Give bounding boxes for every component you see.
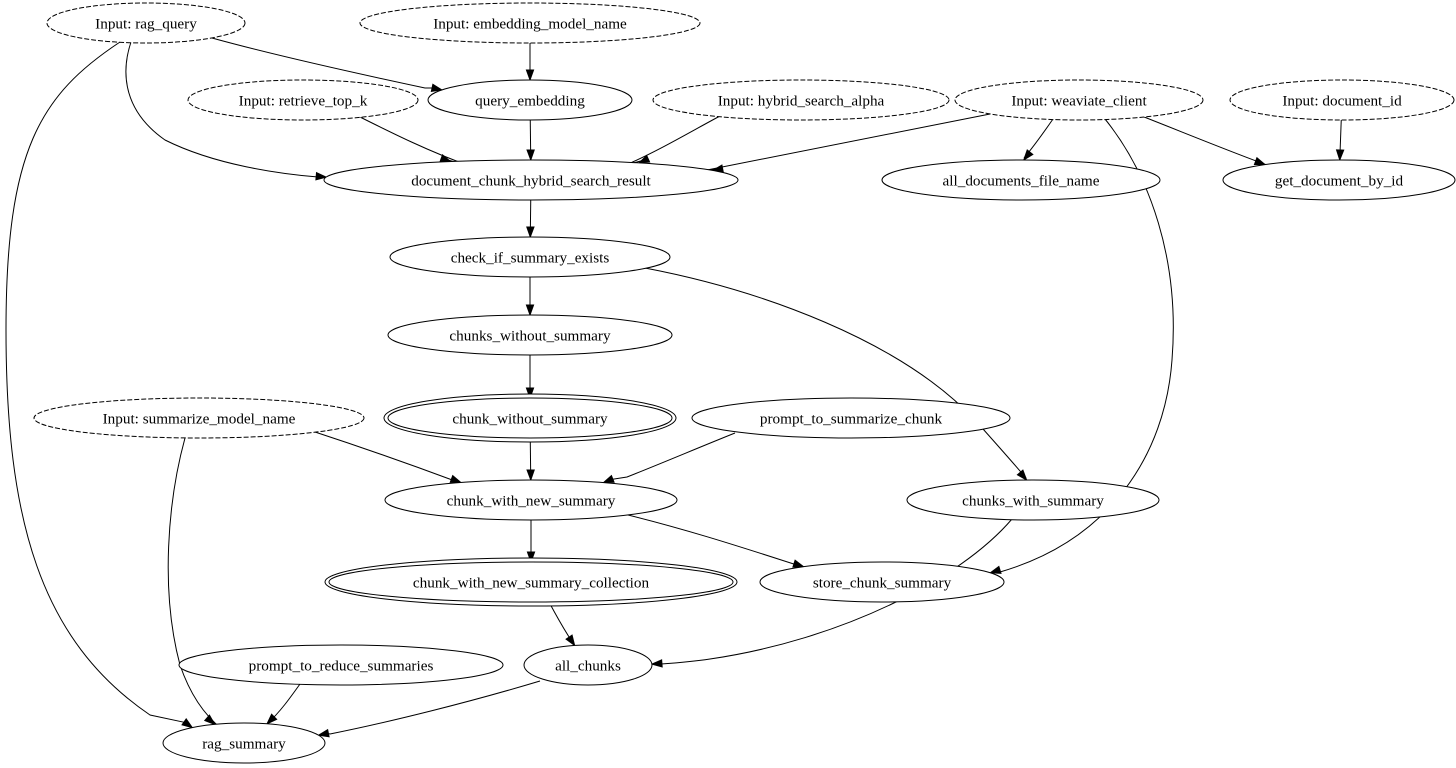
graph-node-chunk_without_summary[interactable]: chunk_without_summary [383, 393, 677, 443]
node-label: Input: summarize_model_name [103, 411, 296, 428]
graph-node-document_chunk_hybrid_search_result[interactable]: document_chunk_hybrid_search_result [323, 159, 739, 201]
graph-edge [1335, 119, 1345, 162]
graph-node-store_chunk_summary[interactable]: store_chunk_summary [759, 561, 1005, 603]
node-label: Input: rag_query [95, 16, 197, 33]
graph-node-all_chunks[interactable]: all_chunks [523, 644, 653, 686]
graph-node-get_document_by_id[interactable]: get_document_by_id [1222, 159, 1456, 201]
graph-edge [317, 680, 541, 738]
graph-node-input_retrieve_top_k[interactable]: Input: retrieve_top_k [187, 79, 419, 121]
node-outline [954, 79, 1204, 121]
graph-edge [1022, 118, 1054, 162]
node-outline [881, 159, 1161, 201]
node-label: Input: weaviate_client [1011, 93, 1147, 110]
node-label: all_documents_file_name [943, 173, 1100, 190]
graph-node-prompt_to_reduce_summaries[interactable]: prompt_to_reduce_summaries [178, 644, 504, 686]
node-outline [389, 236, 671, 278]
node-outline [323, 159, 739, 201]
graph-node-chunk_with_new_summary_collection[interactable]: chunk_with_new_summary_collection [324, 557, 738, 607]
graph-node-input_embedding_model_name[interactable]: Input: embedding_model_name [359, 2, 701, 44]
graph-edge [619, 512, 805, 568]
graph-edge [211, 37, 444, 92]
node-outline [523, 644, 653, 686]
node-label: all_chunks [555, 658, 621, 675]
graph-node-chunk_with_new_summary[interactable]: chunk_with_new_summary [384, 479, 678, 521]
node-label: chunk_with_new_summary_collection [413, 575, 650, 592]
node-outline [46, 2, 246, 44]
graph-edge [650, 518, 1013, 668]
graph-edge [1138, 114, 1268, 166]
node-outline [33, 397, 365, 439]
graph-edge [357, 115, 471, 167]
node-label: chunk_with_new_summary [447, 493, 616, 510]
node-label: query_embedding [475, 93, 585, 110]
graph-node-chunks_without_summary[interactable]: chunks_without_summary [387, 314, 673, 356]
graph-edge [5, 41, 194, 729]
node-outline [178, 644, 504, 686]
graph-edge [548, 601, 576, 647]
graph-edge [602, 432, 736, 484]
node-label: chunks_without_summary [449, 328, 611, 345]
node-label: chunk_without_summary [452, 411, 608, 428]
graph-edge [125, 41, 328, 181]
graph-node-query_embedding[interactable]: query_embedding [427, 79, 633, 121]
node-outline [359, 2, 701, 44]
graph-node-input_rag_query[interactable]: Input: rag_query [46, 2, 246, 44]
graph-edge [526, 119, 535, 162]
node-label: prompt_to_summarize_chunk [760, 411, 943, 428]
graph-edge [526, 437, 535, 482]
node-label: prompt_to_reduce_summaries [249, 658, 434, 675]
graph-node-prompt_to_summarize_chunk[interactable]: prompt_to_summarize_chunk [691, 397, 1011, 439]
node-outline [1229, 79, 1455, 121]
node-outline [906, 479, 1160, 521]
graph-edge [265, 683, 301, 725]
graph-edge [525, 277, 535, 317]
graph-edge [526, 520, 536, 564]
graph-node-check_if_summary_exists[interactable]: check_if_summary_exists [389, 236, 671, 278]
node-outline [387, 314, 673, 356]
node-outline [691, 397, 1011, 439]
node-outline [759, 561, 1005, 603]
graph-node-rag_summary[interactable]: rag_summary [162, 722, 326, 764]
node-layer: Input: rag_query Input: embedding_model_n… [33, 2, 1456, 764]
node-outline [1222, 159, 1456, 201]
node-outline [387, 397, 673, 439]
graph-edge [526, 199, 535, 239]
node-label: rag_summary [202, 736, 286, 753]
node-label: check_if_summary_exists [451, 250, 610, 267]
graph-node-input_weaviate_client[interactable]: Input: weaviate_client [954, 79, 1204, 121]
node-label: chunks_with_summary [962, 493, 1104, 510]
graph-node-chunks_with_summary[interactable]: chunks_with_summary [906, 479, 1160, 521]
graph-edge [625, 115, 721, 166]
node-label: Input: document_id [1282, 93, 1402, 110]
graph-edge [525, 43, 535, 82]
graph-edge [314, 431, 463, 483]
graph-edge [644, 267, 1028, 482]
node-label: Input: embedding_model_name [433, 16, 627, 33]
node-label: Input: retrieve_top_k [239, 93, 368, 110]
node-outline [652, 79, 950, 121]
edge-layer [5, 37, 1345, 738]
graph-node-all_documents_file_name[interactable]: all_documents_file_name [881, 159, 1161, 201]
node-outline [427, 79, 633, 121]
node-outline [328, 561, 734, 603]
node-outline [384, 479, 678, 521]
node-label: Input: hybrid_search_alpha [718, 93, 885, 110]
graph-node-input_hybrid_search_alpha[interactable]: Input: hybrid_search_alpha [652, 79, 950, 121]
graph-edge [701, 113, 991, 173]
node-outline [187, 79, 419, 121]
node-outline [162, 722, 326, 764]
node-label: get_document_by_id [1275, 173, 1404, 190]
graph-edge [167, 437, 223, 730]
graph-edge [525, 355, 535, 400]
node-label: store_chunk_summary [813, 575, 952, 592]
graph-node-input_document_id[interactable]: Input: document_id [1229, 79, 1455, 121]
graph-node-input_summarize_model_name[interactable]: Input: summarize_model_name [33, 397, 365, 439]
node-label: document_chunk_hybrid_search_result [411, 173, 651, 190]
